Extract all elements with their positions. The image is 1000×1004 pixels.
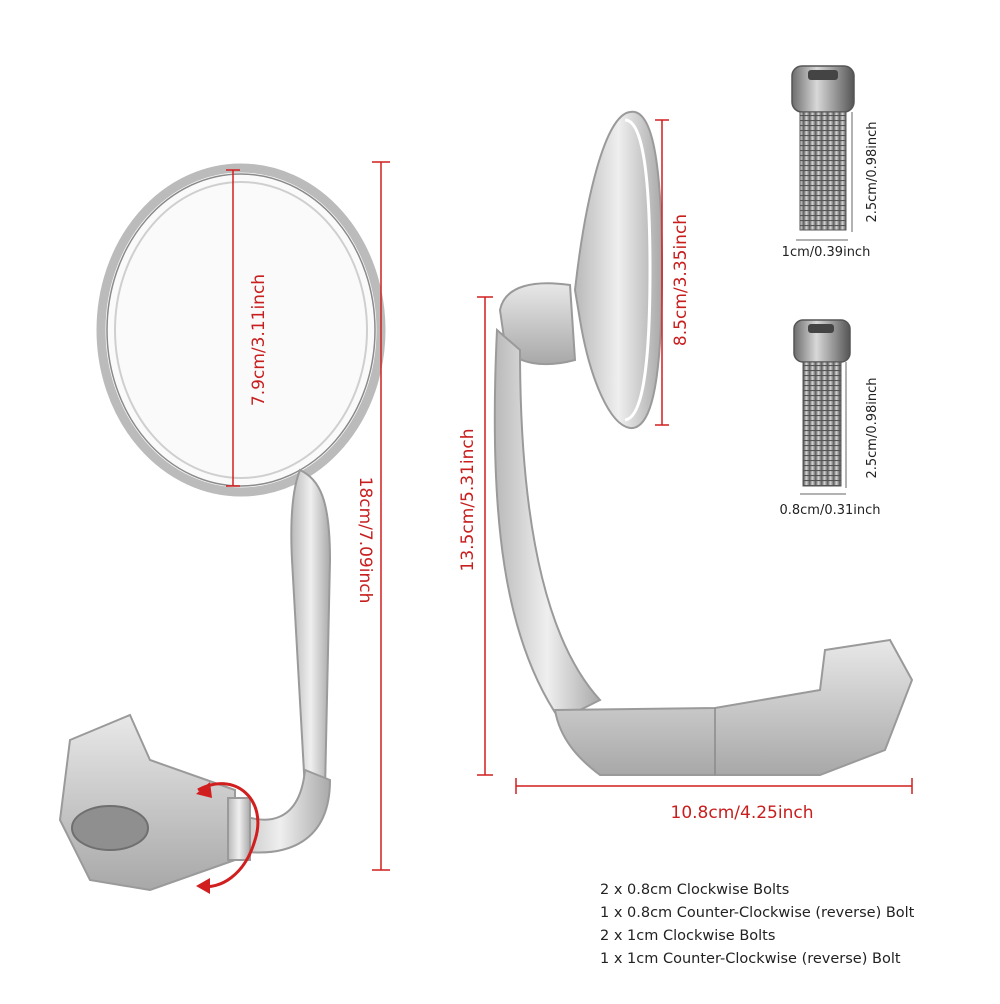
side-mirror: [493, 110, 914, 776]
bolt-large-diameter-label: 1cm/0.39inch: [782, 245, 871, 260]
bolt-large: 2.5cm/0.98inch 1cm/0.39inch: [782, 65, 880, 260]
note-item: 2 x 1cm Clockwise Bolts: [600, 928, 776, 944]
note-item: 1 x 1cm Counter-Clockwise (reverse) Bolt: [600, 951, 901, 967]
package-contents: 2 x 0.8cm Clockwise Bolts 1 x 0.8cm Coun…: [600, 879, 990, 971]
bolt-large-length-label: 2.5cm/0.98inch: [865, 121, 880, 222]
bolt-small-diameter-label: 0.8cm/0.31inch: [779, 503, 880, 518]
note-item: 2 x 0.8cm Clockwise Bolts: [600, 882, 790, 898]
base-width-label: 10.8cm/4.25inch: [671, 803, 814, 823]
dimension-base-width: 10.8cm/4.25inch: [515, 778, 913, 823]
arm-height-label: 13.5cm/5.31inch: [458, 429, 478, 572]
mirror-diameter-label: 7.9cm/3.11inch: [249, 274, 269, 406]
side-mirror-height-label: 8.5cm/3.35inch: [671, 214, 691, 346]
dimension-arm-height: 13.5cm/5.31inch: [458, 296, 493, 776]
note-item: 1 x 0.8cm Counter-Clockwise (reverse) Bo…: [600, 905, 915, 921]
bolt-small: 2.5cm/0.98inch 0.8cm/0.31inch: [779, 319, 881, 518]
round-mirror: [58, 163, 386, 894]
dimension-round-height: 18cm/7.09inch: [355, 161, 390, 871]
round-height-label: 18cm/7.09inch: [355, 477, 375, 604]
dimension-mirror-diameter: 7.9cm/3.11inch: [226, 169, 269, 487]
rotation-arrow-icon: [197, 782, 260, 889]
dimension-side-mirror-height: 8.5cm/3.35inch: [655, 119, 691, 426]
bolt-small-length-label: 2.5cm/0.98inch: [865, 377, 880, 478]
